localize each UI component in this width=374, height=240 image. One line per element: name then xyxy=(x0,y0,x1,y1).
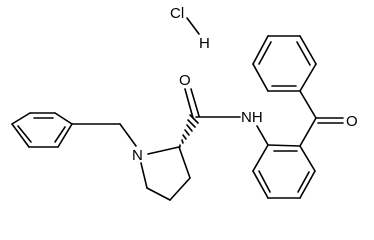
aminophenyl-ring xyxy=(252,144,316,199)
amide-oxygen-label: O xyxy=(179,72,191,89)
molecule-svg: Cl H N O NH xyxy=(11,5,358,201)
aryl-carbonyl-bond xyxy=(299,117,317,147)
pyrrolidine-ring xyxy=(140,146,191,201)
hydrogen-label: H xyxy=(199,35,210,52)
benzoyl-phenyl-ring xyxy=(252,35,317,92)
amide-nh-label: NH xyxy=(241,109,263,126)
structure-diagram: Cl H N O NH xyxy=(11,5,358,201)
h-cl-bond xyxy=(186,17,200,35)
nh-aryl-bond xyxy=(256,125,269,146)
benzyl-phenyl-ring xyxy=(11,112,73,148)
ch2-n-bond xyxy=(119,123,137,147)
carbonyl-phenyl-bond xyxy=(299,90,317,119)
ketone-oxygen-label: O xyxy=(346,113,358,130)
amide-co-bond-2 xyxy=(190,88,200,117)
amide-co-bond-1 xyxy=(184,88,194,119)
ring-nitrogen-label: N xyxy=(132,147,143,164)
chlorine-label: Cl xyxy=(170,5,184,22)
hashed-wedge-bond xyxy=(179,114,199,148)
